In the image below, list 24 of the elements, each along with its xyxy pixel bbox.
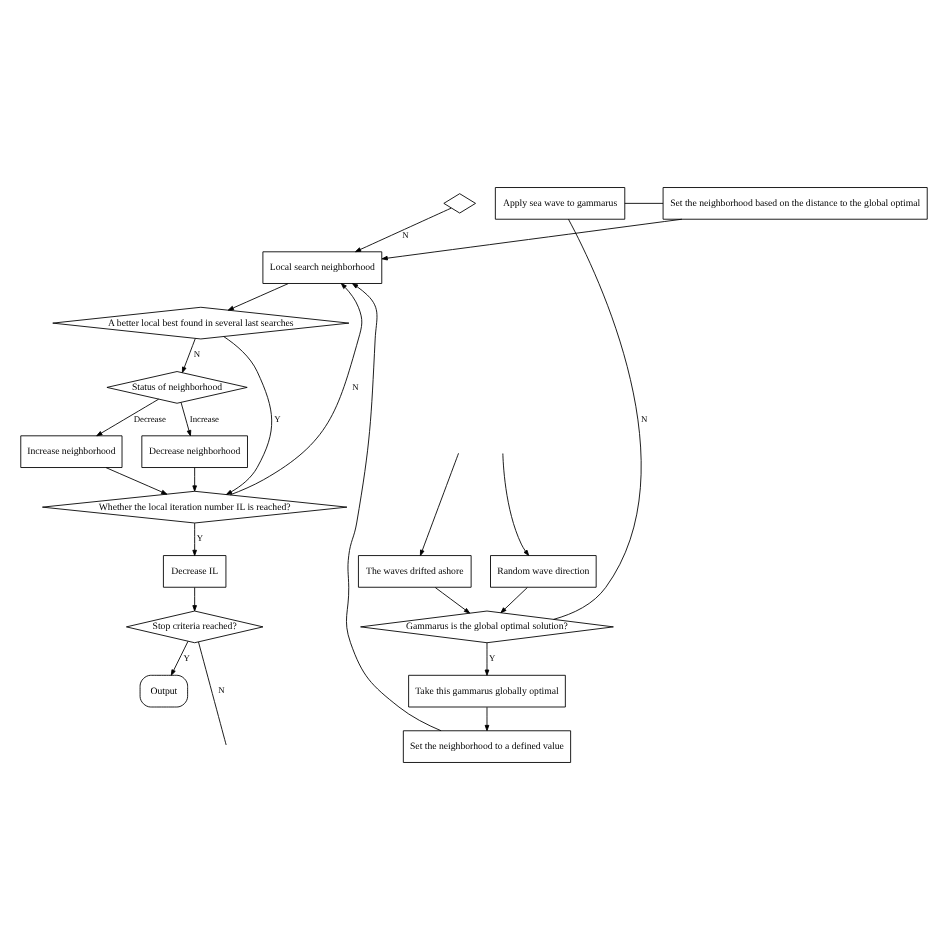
connector	[198, 640, 227, 745]
arrow	[96, 397, 160, 436]
arrow	[105, 466, 168, 494]
arrow	[192, 586, 197, 611]
arrow	[502, 452, 530, 555]
arrow	[355, 206, 452, 252]
arrow	[170, 639, 189, 675]
arrow	[192, 466, 197, 491]
arrow	[180, 401, 192, 436]
arrow	[223, 335, 273, 494]
arrow	[227, 282, 289, 310]
connector	[624, 201, 664, 203]
arrow	[434, 586, 471, 613]
arrow	[381, 217, 683, 260]
connector	[553, 217, 642, 619]
arrow	[484, 641, 490, 675]
arrow	[229, 282, 363, 495]
arrow	[192, 521, 197, 555]
arrow	[346, 282, 442, 731]
node-diamond	[443, 192, 476, 213]
arrow	[419, 451, 459, 555]
arrow	[484, 705, 490, 731]
arrow	[500, 586, 528, 613]
arrow	[181, 337, 196, 372]
